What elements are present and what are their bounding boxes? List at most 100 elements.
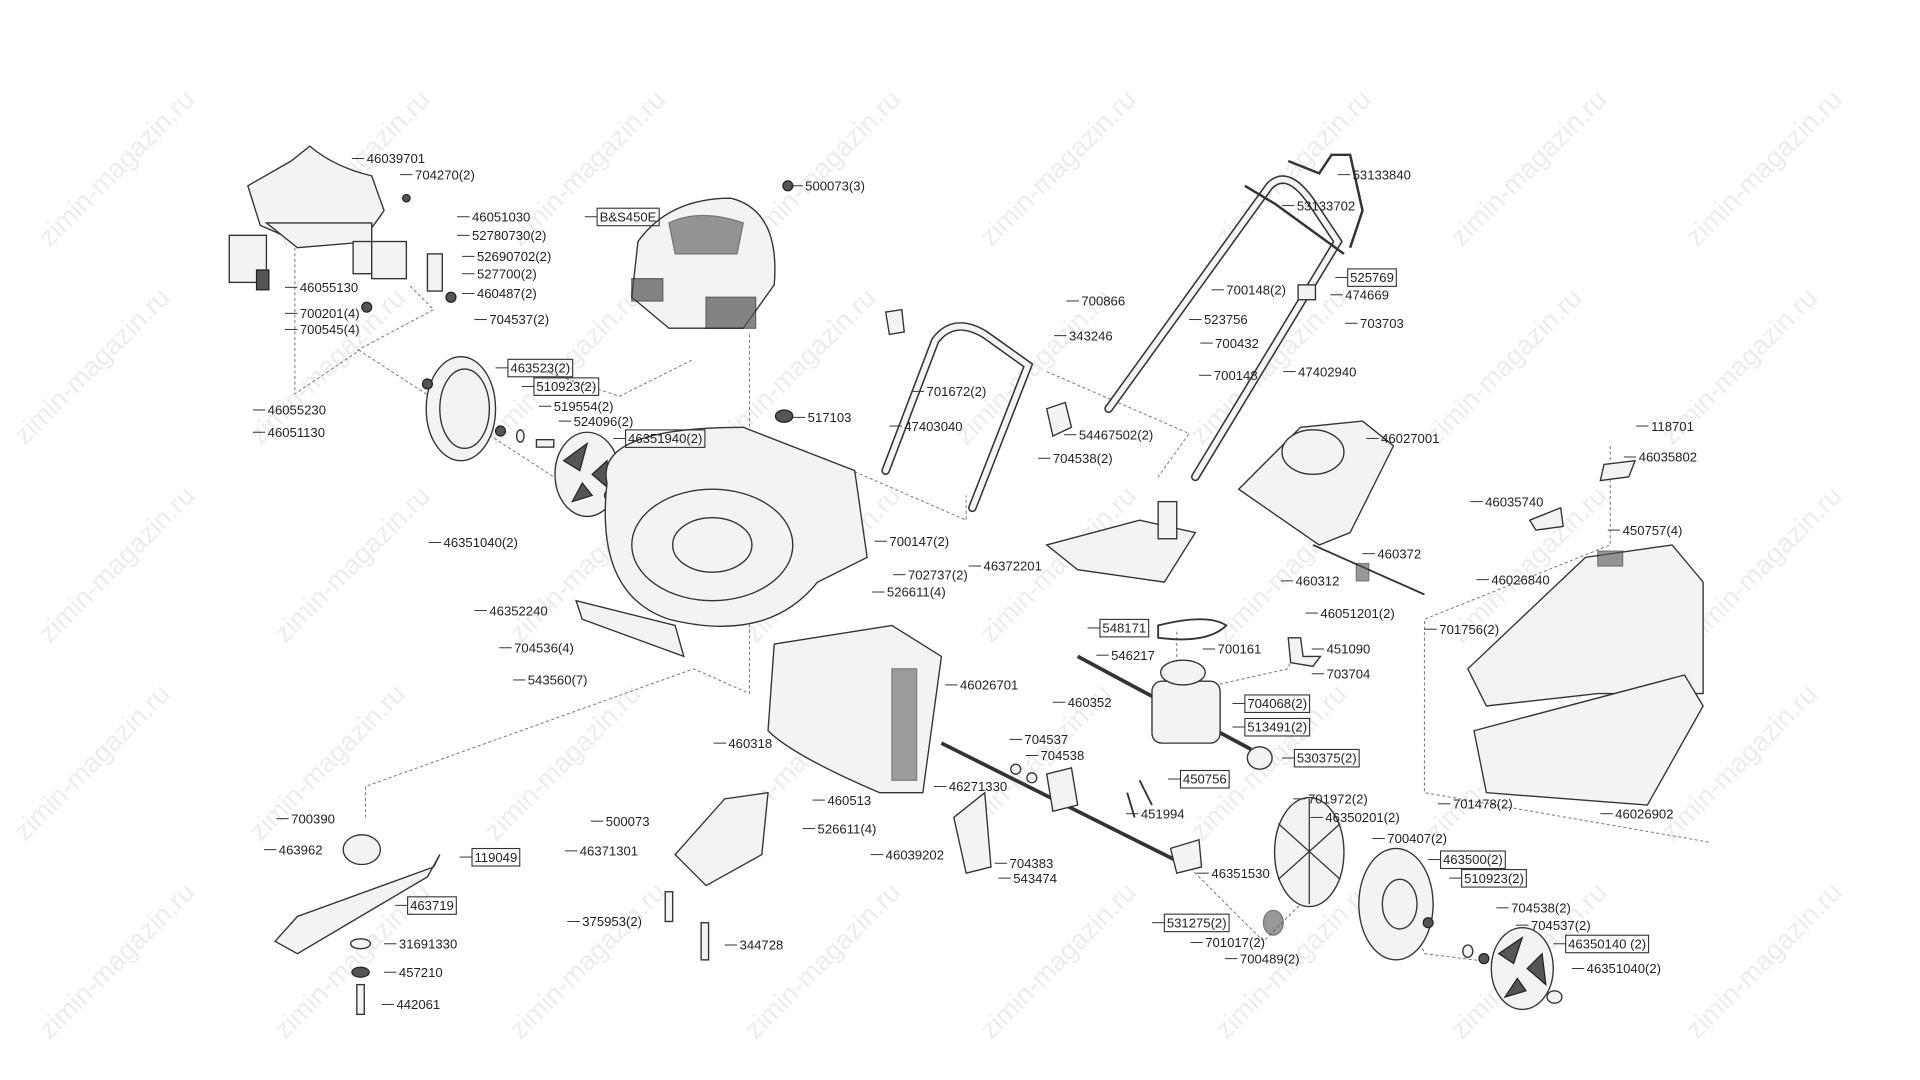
part-label: 527700(2) — [462, 266, 537, 281]
part-label: 460318 — [713, 736, 772, 751]
part-number: 54467502(2) — [1079, 427, 1153, 442]
part-label: 531275(2) — [1151, 913, 1230, 933]
part-number-box — [596, 207, 660, 227]
part-label: 46350201(2) — [1310, 810, 1400, 825]
part-number: 47403040 — [904, 419, 962, 434]
part-label: 460352 — [1052, 695, 1112, 710]
handle-part — [881, 153, 1364, 513]
part-number: 457210 — [399, 965, 443, 980]
part-number: 703703 — [1360, 316, 1404, 331]
part-number: 463719 — [410, 898, 454, 913]
part-number: 704538(2) — [1511, 901, 1571, 916]
part-number-box — [1244, 717, 1311, 737]
part-number: 451090 — [1327, 642, 1371, 657]
part-number: 525769 — [1350, 270, 1394, 285]
part-number-box — [1347, 268, 1397, 287]
part-number: 704537(2) — [489, 312, 549, 327]
part-number: 700545(4) — [300, 322, 360, 337]
part-label: 474669 — [1330, 287, 1389, 302]
part-label: 46352240 — [474, 603, 548, 618]
part-number: 46039701 — [367, 151, 425, 166]
part-number: 701672(2) — [927, 384, 987, 399]
part-number: 702737(2) — [908, 567, 968, 582]
part-label: 543560(7) — [512, 673, 588, 688]
part-number: 704270(2) — [415, 167, 475, 182]
part-number: 704383 — [1010, 856, 1054, 871]
part-number: 46026840 — [1491, 572, 1549, 587]
part-number-box — [1099, 618, 1150, 638]
part-label: 700390 — [276, 811, 335, 826]
part-label: 703704 — [1311, 666, 1371, 681]
part-number: 700407(2) — [1387, 831, 1447, 846]
part-label: 701756(2) — [1424, 622, 1499, 637]
part-number-box — [1293, 748, 1360, 768]
part-number: 701972(2) — [1308, 792, 1368, 807]
part-number: 524096(2) — [574, 414, 634, 429]
part-number: 510923(2) — [1464, 871, 1524, 886]
part-label: 704537(2) — [474, 312, 549, 327]
deck-part — [575, 426, 868, 658]
part-label: B&S450E — [584, 207, 660, 227]
part-number: 704538(2) — [1053, 451, 1113, 466]
part-number: 450757(4) — [1623, 523, 1683, 538]
part-number: 700432 — [1215, 336, 1259, 351]
part-number: 700147(2) — [889, 534, 949, 549]
part-number: 700489(2) — [1240, 951, 1300, 966]
part-number: 46035740 — [1485, 494, 1543, 509]
part-number: 543474 — [1013, 871, 1057, 886]
part-number: 463523(2) — [510, 361, 570, 376]
part-label: 701478(2) — [1438, 797, 1513, 812]
rear-flap-part — [228, 145, 457, 313]
watermark-text: zimin-magazin.ru — [503, 83, 672, 252]
part-number: B&S450E — [600, 209, 657, 224]
part-label: 543474 — [998, 871, 1057, 886]
part-number: 46055230 — [268, 403, 326, 418]
part-label: 46039202 — [870, 847, 944, 862]
part-label: 704537(2) — [1516, 918, 1591, 933]
part-label: 704270(2) — [400, 167, 475, 182]
part-number: 53133702 — [1297, 198, 1355, 213]
part-label: 46051130 — [252, 425, 325, 440]
part-number: 46351940(2) — [628, 431, 702, 446]
part-number: 31691330 — [399, 936, 457, 951]
part-number: 700148 — [1214, 368, 1258, 383]
part-number: 46351040(2) — [1587, 961, 1661, 976]
part-number: 700161 — [1218, 642, 1262, 657]
part-number: 510923(2) — [536, 379, 596, 394]
part-label: 546217 — [1096, 648, 1155, 663]
part-label: 523756 — [1189, 312, 1248, 327]
part-label: 54467502(2) — [1064, 427, 1153, 442]
part-label: 526611(4) — [802, 821, 876, 836]
part-number: 343246 — [1069, 328, 1113, 343]
part-label: 46372201 — [968, 559, 1042, 574]
part-number: 500073 — [606, 814, 650, 829]
part-number-box — [1439, 850, 1506, 870]
part-label: 500073 — [590, 814, 650, 829]
part-label: 442061 — [381, 997, 440, 1012]
part-number: 704537 — [1024, 732, 1068, 747]
part-number: 700866 — [1081, 294, 1125, 309]
part-label: 704537 — [1009, 732, 1068, 747]
part-number: 46350140 (2) — [1568, 936, 1646, 951]
part-label: 460312 — [1280, 574, 1339, 589]
part-label: 704383 — [994, 856, 1054, 871]
part-label: 53133702 — [1282, 198, 1355, 213]
part-number-box — [1179, 769, 1230, 789]
part-label: 548171 — [1087, 618, 1150, 638]
part-label: 700407(2) — [1372, 831, 1447, 846]
part-label: 52690702(2) — [462, 249, 551, 264]
part-number: 703704 — [1327, 666, 1371, 681]
part-label: 700201(4) — [284, 306, 360, 321]
part-number: 46351040(2) — [444, 535, 518, 550]
part-number: 500073(3) — [805, 178, 865, 193]
part-number-box — [1565, 934, 1650, 954]
part-number: 460352 — [1068, 695, 1112, 710]
part-number: 46027001 — [1381, 431, 1439, 446]
part-label: 46051030 — [457, 209, 530, 224]
grassbox-lid-part — [1045, 420, 1425, 596]
part-label: 701017(2) — [1190, 935, 1265, 950]
part-number: 46026701 — [960, 678, 1018, 693]
part-number: 46026902 — [1615, 806, 1673, 821]
part-number: 46350201(2) — [1325, 810, 1399, 825]
